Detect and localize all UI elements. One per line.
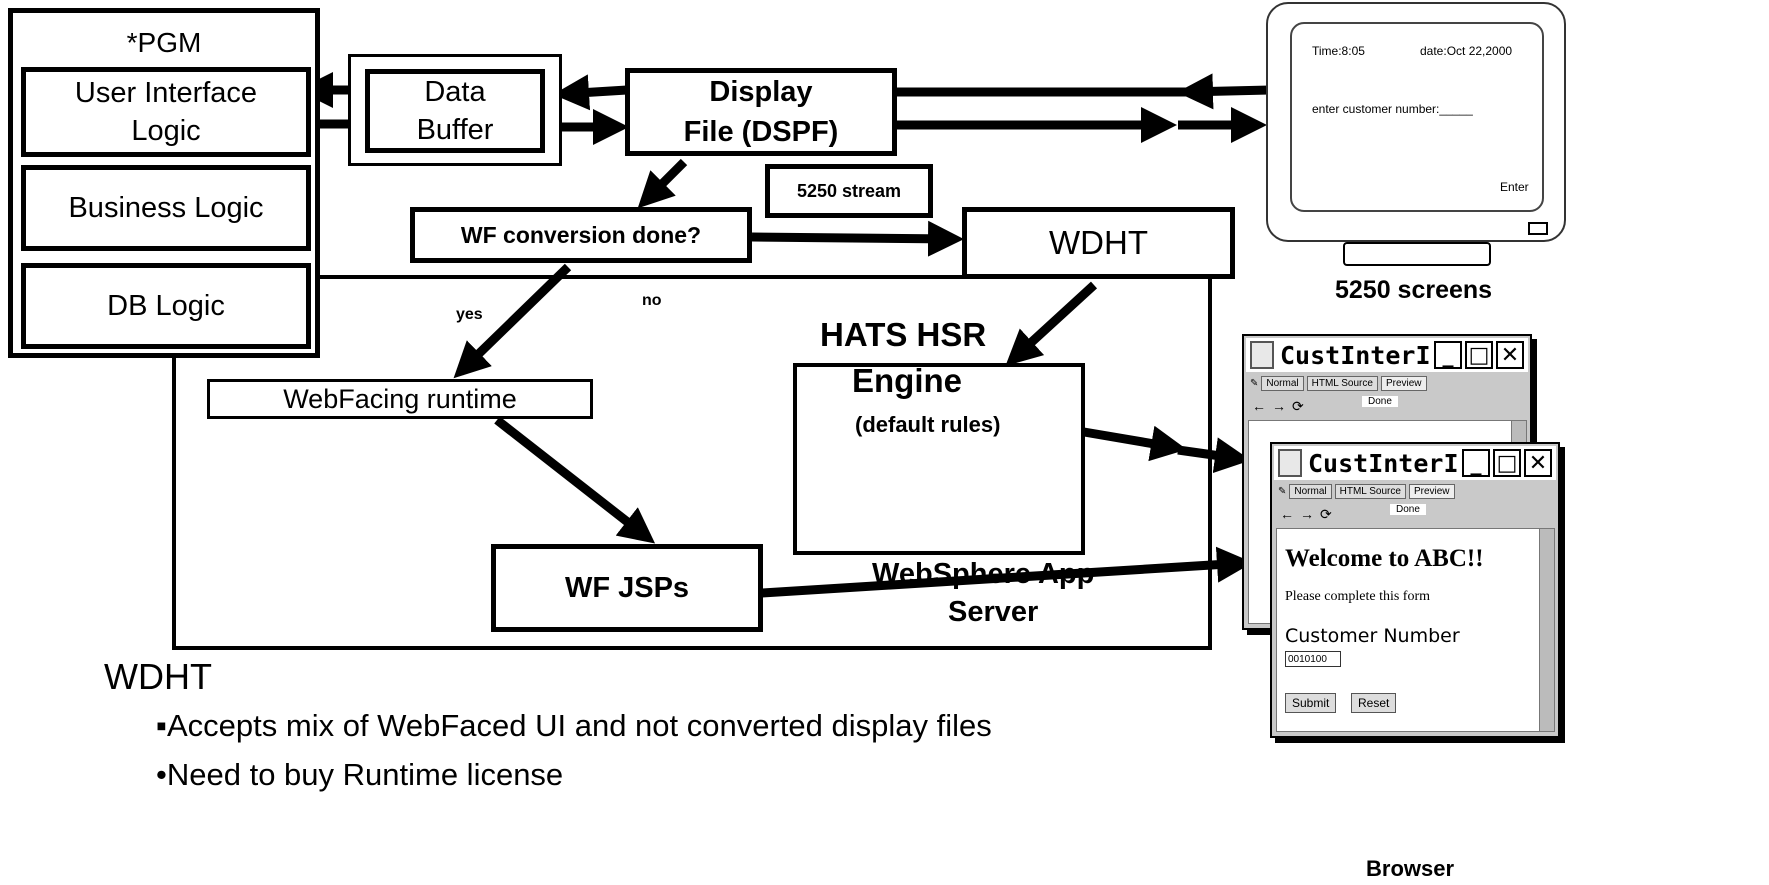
- terminal-time: Time:8:05: [1312, 44, 1365, 58]
- websphere-container: [172, 275, 1212, 650]
- screens-caption: 5250 screens: [1335, 276, 1493, 304]
- edit-icon: ✎: [1250, 377, 1259, 389]
- edit-icon: ✎: [1278, 485, 1287, 497]
- hats-title-line2: Engine: [852, 362, 963, 399]
- webfacing-runtime-box: WebFacing runtime: [207, 379, 593, 419]
- terminal-date: date:Oct 22,2000: [1420, 44, 1513, 58]
- browser-back-tabs: ✎ Normal HTML Source Preview: [1246, 374, 1528, 392]
- wf-jsps-label: WF JSPs: [564, 571, 690, 604]
- display-file-line2: File (DSPF): [683, 116, 839, 148]
- arrow-wdht-to-hats: [1005, 281, 1098, 367]
- browser-back-titlebar: CustInterI... _ □ ✕: [1246, 338, 1528, 372]
- display-file-line1: Display: [709, 76, 813, 108]
- tab-normal[interactable]: Normal: [1261, 375, 1304, 391]
- arrow-runtime-to-jsps: [494, 416, 656, 544]
- yes-label: yes: [456, 306, 483, 323]
- terminal-screen: Time:8:05 date:Oct 22,2000 enter custome…: [1290, 22, 1544, 212]
- data-buffer-line1: Data: [424, 76, 486, 108]
- page-icon: [1278, 449, 1302, 477]
- browser-caption: Browser: [1366, 856, 1455, 881]
- websphere-line2: Server: [948, 596, 1039, 628]
- forward-icon[interactable]: →: [1272, 398, 1286, 414]
- ui-logic-line2: Logic: [131, 115, 201, 147]
- bullets-heading: WDHT: [104, 656, 212, 697]
- pgm-box: *PGM User Interface Logic Business Logic…: [8, 8, 320, 358]
- db-logic-box: DB Logic: [21, 263, 311, 349]
- wf-jsps-box: WF JSPs: [491, 544, 763, 632]
- tab-preview[interactable]: Preview: [1408, 483, 1455, 499]
- terminal-prompt: enter customer number:_____: [1312, 102, 1473, 116]
- forward-icon[interactable]: →: [1300, 506, 1314, 522]
- refresh-icon[interactable]: ⟳: [1292, 398, 1304, 414]
- wf-conversion-box: WF conversion done?: [410, 207, 752, 263]
- data-buffer-box: Data Buffer: [365, 69, 545, 153]
- close-icon[interactable]: ✕: [1524, 449, 1552, 477]
- arrow-dspf-to-buffer: [553, 74, 628, 111]
- reset-button[interactable]: Reset: [1351, 693, 1397, 713]
- hats-subtitle: (default rules): [855, 412, 1001, 437]
- submit-button[interactable]: Submit: [1285, 693, 1337, 713]
- customer-number-field[interactable]: 0010100: [1285, 651, 1341, 667]
- minimize-icon[interactable]: _: [1462, 449, 1490, 477]
- terminal-enter-key: Enter: [1500, 180, 1529, 194]
- arrow-wfconv-to-wdht: [751, 220, 964, 257]
- ui-logic-box: User Interface Logic: [21, 67, 311, 157]
- arrow-yes-to-runtime: [453, 263, 572, 379]
- close-icon[interactable]: ✕: [1496, 341, 1524, 369]
- tab-html-source[interactable]: HTML Source: [1334, 483, 1406, 499]
- form-instruction: Please complete this form: [1285, 589, 1431, 604]
- browser-back-navbar: ← → ⟳ Done: [1246, 394, 1528, 416]
- pgm-title: *PGM: [126, 27, 202, 58]
- back-icon[interactable]: ←: [1252, 398, 1266, 414]
- arrow-jsps-to-browser: [761, 546, 1253, 598]
- maximize-icon[interactable]: □: [1465, 341, 1493, 369]
- hats-engine-box: [793, 363, 1085, 555]
- welcome-heading: Welcome to ABC!!: [1285, 545, 1484, 572]
- refresh-icon[interactable]: ⟳: [1320, 506, 1332, 522]
- ui-logic-line1: User Interface: [74, 77, 258, 109]
- wdht-label: WDHT: [1049, 224, 1148, 261]
- back-icon[interactable]: ←: [1280, 506, 1294, 522]
- browser-window-front: CustInterI... _ □ ✕ ✎ Normal HTML Source…: [1270, 442, 1560, 738]
- arrow-hats-to-browser: [1083, 425, 1187, 462]
- business-logic-box: Business Logic: [21, 165, 311, 251]
- monitor-power-button: [1528, 222, 1548, 235]
- terminal-monitor: Time:8:05 date:Oct 22,2000 enter custome…: [1266, 2, 1566, 242]
- bullet-item-2: •Need to buy Runtime license: [156, 757, 564, 792]
- bullet-item-1: ▪Accepts mix of WebFaced UI and not conv…: [156, 708, 992, 743]
- wdht-box: WDHT: [962, 207, 1235, 279]
- stream-label: 5250 stream: [796, 180, 902, 201]
- display-file-box: Display File (DSPF): [625, 68, 897, 156]
- browser-back-status: Done: [1362, 396, 1398, 407]
- customer-number-label: Customer Number: [1285, 625, 1460, 647]
- arrow-screen-to-dspf: [1177, 73, 1271, 110]
- hats-title-line1: HATS HSR: [820, 316, 987, 353]
- data-buffer-outer: Data Buffer: [348, 54, 562, 166]
- browser-front-content: Welcome to ABC!! Please complete this fo…: [1276, 528, 1540, 732]
- wf-conversion-label: WF conversion done?: [460, 221, 702, 248]
- webfacing-runtime-label: WebFacing runtime: [283, 383, 517, 414]
- browser-front-tabs: ✎ Normal HTML Source Preview: [1274, 482, 1556, 500]
- stream-box: 5250 stream: [765, 164, 933, 218]
- no-label: no: [642, 292, 662, 309]
- tab-preview[interactable]: Preview: [1380, 375, 1427, 391]
- browser-front-status: Done: [1390, 504, 1426, 515]
- browser-front-scrollbar[interactable]: [1539, 528, 1555, 732]
- websphere-line1: WebSphere App: [872, 558, 1095, 590]
- browser-front-titlebar: CustInterI... _ □ ✕: [1274, 446, 1556, 480]
- business-logic-label: Business Logic: [68, 191, 264, 224]
- data-buffer-line2: Buffer: [416, 114, 494, 146]
- minimize-icon[interactable]: _: [1434, 341, 1462, 369]
- browser-front-navbar: ← → ⟳ Done: [1274, 502, 1556, 524]
- tab-html-source[interactable]: HTML Source: [1306, 375, 1378, 391]
- arrow-dspf-to-wfconv: [637, 158, 688, 209]
- tab-normal[interactable]: Normal: [1289, 483, 1332, 499]
- page-icon: [1250, 341, 1274, 369]
- monitor-stand: [1343, 242, 1491, 266]
- db-logic-label: DB Logic: [107, 289, 225, 322]
- maximize-icon[interactable]: □: [1493, 449, 1521, 477]
